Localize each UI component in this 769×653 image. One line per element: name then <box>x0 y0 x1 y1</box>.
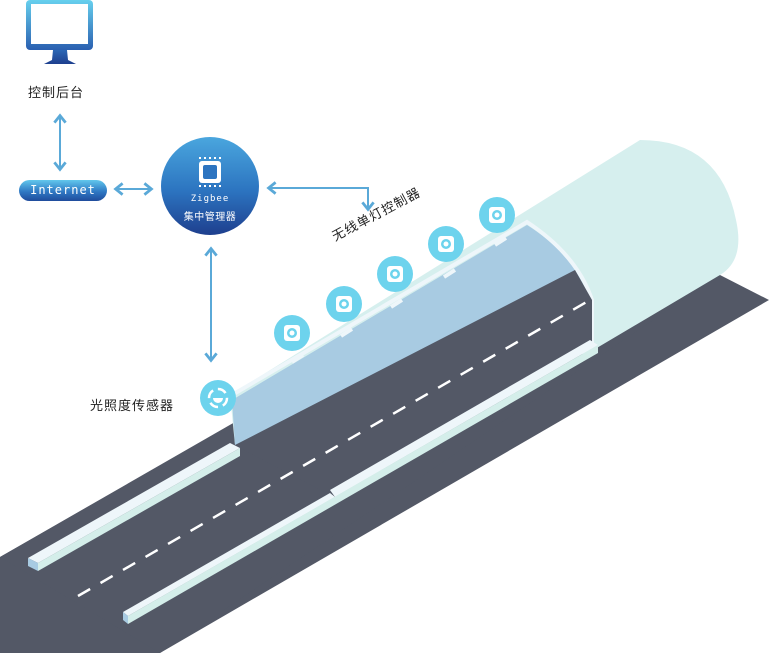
curb-left-side <box>38 448 240 571</box>
chip-icon <box>199 157 221 187</box>
internet-node: Internet <box>19 180 107 201</box>
lamp-controller-icon <box>479 197 515 233</box>
light-sensor-icon <box>200 380 236 416</box>
lamp-controller-icon <box>428 226 464 262</box>
monitor-icon <box>26 0 93 64</box>
curb-left-top <box>28 443 240 563</box>
console-label: 控制后台 <box>28 86 85 101</box>
lane-divider <box>77 298 591 598</box>
curb-left-end <box>28 558 38 571</box>
curb-right-top <box>123 493 335 616</box>
zigbee-hub: Zigbee 集中管理器 <box>161 137 259 235</box>
hub-title: Zigbee <box>190 194 230 204</box>
curb-right-top-2 <box>330 340 598 497</box>
arrow-hub-controllers <box>266 181 375 212</box>
ceiling-lamps <box>290 236 508 364</box>
tunnel-road <box>235 270 592 495</box>
tunnel-inner-ceiling <box>232 225 590 445</box>
sensor-label: 光照度传感器 <box>90 399 175 414</box>
lamp-controller-icon <box>326 286 362 322</box>
lamp-controller-icon <box>274 315 310 351</box>
lamp-controller-icon <box>377 256 413 292</box>
curb-right-end <box>123 612 128 624</box>
hub-subtitle: 集中管理器 <box>183 212 237 223</box>
curb-right-side <box>128 345 598 624</box>
